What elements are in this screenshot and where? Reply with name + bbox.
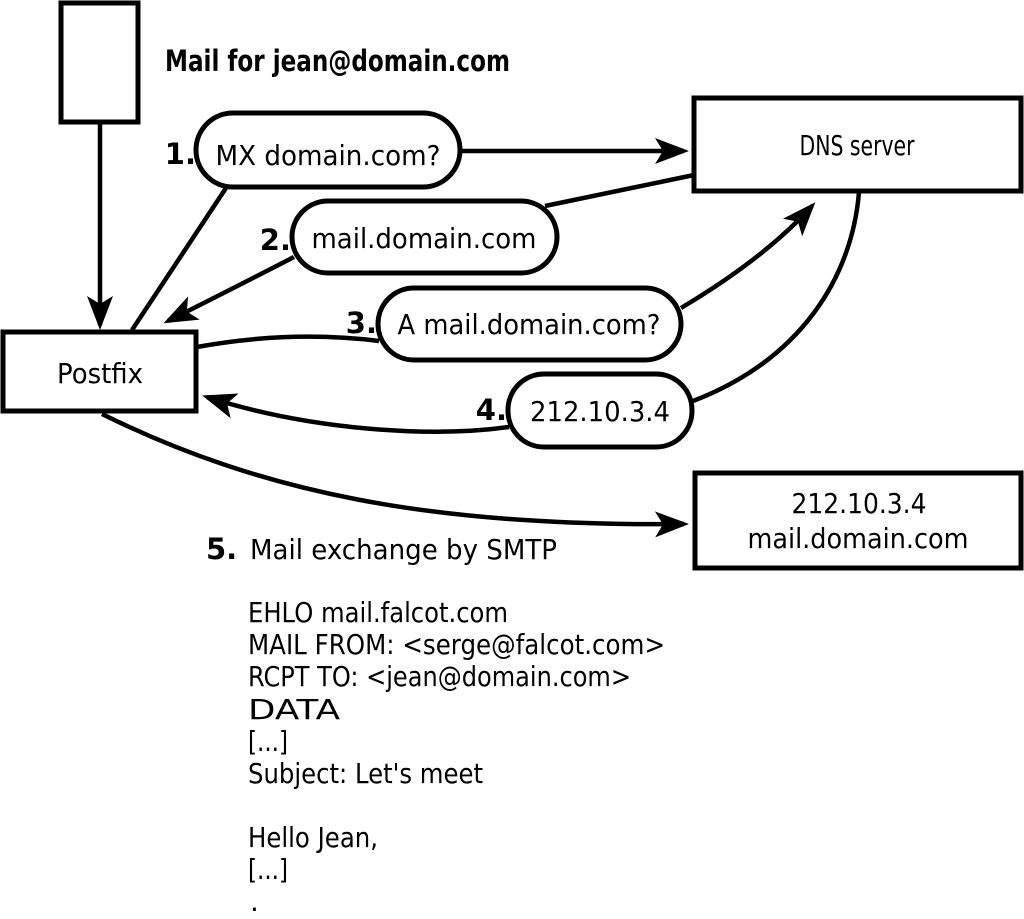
smtp-line-subject: Subject: Let's meet <box>248 757 483 790</box>
smtp-line-hello: Hello Jean, <box>248 821 378 854</box>
step3-number: 3. <box>346 306 377 340</box>
arrow-postfix-to-mailserver <box>101 411 689 538</box>
dns-server-label: DNS server <box>800 129 915 162</box>
dns-server-box <box>691 95 1024 194</box>
arrow-pill3-to-dns <box>679 202 816 310</box>
step5-number: 5. <box>206 532 237 566</box>
step2-number: 2. <box>260 223 291 257</box>
envelope-box <box>58 0 141 125</box>
connector-dns-to-pill4 <box>692 191 862 404</box>
mail-title-note: Mail for jean@domain.com <box>165 44 510 78</box>
arrow-pill4-to-postfix <box>202 393 510 434</box>
connector-postfix-to-pill3 <box>196 334 380 350</box>
mail-server-host-label: mail.domain.com <box>748 522 969 555</box>
step4-label: 212.10.3.4 <box>530 395 670 428</box>
postfix-box <box>0 329 199 414</box>
smtp-line-data: DATA <box>248 693 340 726</box>
postfix-label: Postfix <box>57 357 143 390</box>
smtp-line-ehlo: EHLO mail.falcot.com <box>248 596 508 629</box>
step3-label: A mail.domain.com? <box>398 308 661 341</box>
smtp-line-end-dot: . <box>250 885 259 918</box>
step1-pill <box>193 110 463 190</box>
smtp-line-ellipsis-2: [...] <box>248 853 288 886</box>
smtp-transcript: EHLO mail.falcot.com MAIL FROM: <serge@f… <box>248 596 665 918</box>
smtp-line-rcpt-to: RCPT TO: <jean@domain.com> <box>248 660 631 693</box>
step4-pill <box>505 371 695 450</box>
step1-label: MX domain.com? <box>216 139 441 172</box>
mail-server-box <box>692 470 1024 571</box>
step5-label: Mail exchange by SMTP <box>250 533 557 566</box>
connector-postfix-to-pill1 <box>130 186 228 332</box>
step2-pill <box>289 198 560 276</box>
step4-number: 4. <box>476 393 507 427</box>
smtp-line-mail-from: MAIL FROM: <serge@falcot.com> <box>248 628 665 661</box>
step3-pill <box>375 285 684 363</box>
arrow-pill2-to-postfix <box>163 254 296 324</box>
smtp-line-ellipsis-1: [...] <box>248 725 288 758</box>
mail-server-ip-label: 212.10.3.4 <box>792 487 927 520</box>
step1-number: 1. <box>165 137 196 171</box>
connector-dns-to-pill2 <box>544 172 695 209</box>
step2-label: mail.domain.com <box>312 222 537 255</box>
